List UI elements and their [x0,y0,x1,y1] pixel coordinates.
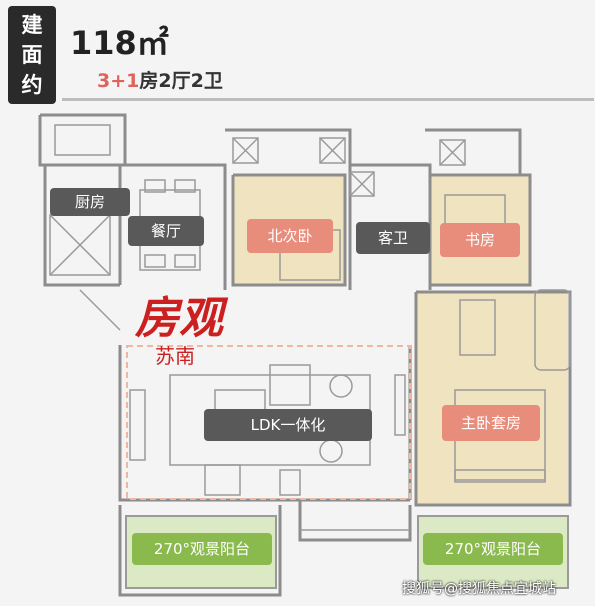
label-balcony-right: 270°观景阳台 [423,533,563,565]
header-underline [62,98,594,101]
watermark-logo-line2: 苏南 [155,344,195,368]
badge-char-2: 面 [21,43,43,67]
label-master-suite: 主卧套房 [442,405,540,441]
layout-detail: 房2厅2卫 [139,70,223,92]
label-study: 书房 [440,223,520,257]
label-ldk: LDK一体化 [204,409,372,441]
source-credit: 搜狐号@搜狐焦点宜城站 [402,581,556,597]
furniture [49,124,571,531]
layout-count: 3+1 [97,70,140,92]
master-suite-area [416,292,568,504]
label-dining: 餐厅 [128,216,204,246]
label-balcony-left: 270°观景阳台 [132,533,272,565]
badge-char-1: 建 [21,13,43,37]
layout-summary: 3+1房2厅2卫 [97,66,223,93]
label-kitchen: 厨房 [50,188,130,216]
label-guest-bath: 客卫 [356,222,430,254]
area-value: 118㎡ [70,24,169,62]
area-badge: 建 面 约 [8,6,56,104]
label-north-bedroom: 北次卧 [247,219,333,253]
ldk-outline [126,345,411,500]
watermark-logo-line1: 房观 [135,293,223,344]
badge-char-3: 约 [21,73,43,97]
walls [38,113,572,597]
